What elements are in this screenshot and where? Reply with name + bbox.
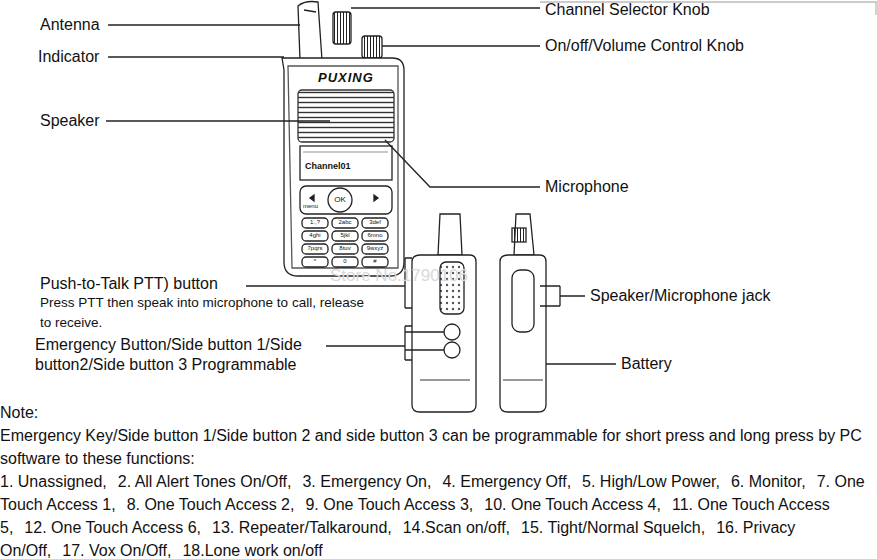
callout-label: Antenna: [40, 15, 100, 34]
function-item: 2. All Alert Tones On/Off,: [118, 473, 292, 490]
callout-label: Battery: [621, 354, 672, 373]
key-label: 1.,?: [310, 219, 320, 226]
key-label: 9wxyz: [367, 245, 384, 252]
callout-label: Speaker: [40, 111, 100, 130]
watermark: Store No.1790106: [330, 266, 468, 286]
keypad-key: [332, 244, 358, 254]
key-label: 4ghi: [309, 232, 320, 239]
key-label: 5jkl: [340, 232, 349, 239]
key-label: 8tuv: [339, 245, 350, 252]
key-label: 6mno: [367, 232, 382, 239]
keypad-key: [302, 257, 328, 267]
keypad-key: [332, 218, 358, 228]
keypad-key: [302, 218, 328, 228]
keypad-key: [362, 244, 388, 254]
callout-label: Speaker/Microphone jack: [590, 286, 771, 305]
callout-note: Press PTT then speak into microphone to …: [40, 293, 370, 333]
callout-label: Push-to-Talk PTT) button: [40, 274, 218, 293]
keypad-key: [362, 218, 388, 228]
key-label: 3def: [369, 219, 381, 226]
key-label: OK: [334, 195, 346, 205]
function-item: 17. Vox On/Off,: [62, 542, 171, 559]
keypad-key: [302, 231, 328, 241]
callout-label: Channel Selector Knob: [545, 0, 710, 19]
callout-label: Indicator: [38, 47, 99, 66]
function-item: 6. Monitor,: [731, 473, 806, 490]
keypad-key: [362, 231, 388, 241]
brand-logo: PUXING: [318, 70, 374, 86]
function-item: 14.Scan on/off,: [403, 519, 510, 536]
keypad-key: [362, 257, 388, 267]
key-label: 2abc: [338, 219, 351, 226]
keypad-key: [302, 244, 328, 254]
note-text: Emergency Key/Side button 1/Side button …: [0, 424, 870, 470]
key-label: 7pqrs: [307, 245, 322, 252]
function-item: 13. Repeater/Talkaround,: [212, 519, 392, 536]
note-heading: Note:: [0, 401, 870, 424]
function-item: 18.Lone work on/off: [182, 542, 322, 559]
function-item: 8. One Touch Access 2,: [127, 496, 295, 513]
function-item: 10. One Touch Access 4,: [484, 496, 661, 513]
callout-label: Emergency Button/Side button 1/Side butt…: [35, 335, 333, 375]
key-label: #: [373, 258, 376, 265]
function-item: 9. One Touch Access 3,: [305, 496, 473, 513]
key-label: menu: [303, 203, 318, 210]
function-item: 1. Unassigned,: [0, 473, 107, 490]
function-item: 4. Emergency Off,: [442, 473, 571, 490]
function-item: 15. Tight/Normal Squelch,: [521, 519, 705, 536]
keypad-key: [332, 231, 358, 241]
screen-text: Channel01: [305, 161, 351, 172]
key-label: *: [314, 258, 316, 265]
key-label: 0: [343, 258, 346, 265]
keypad-key: [332, 257, 358, 267]
function-item: 12. One Touch Access 6,: [24, 519, 201, 536]
callout-label: Microphone: [545, 177, 629, 196]
function-item: 3. Emergency On,: [302, 473, 431, 490]
function-item: 5. High/Low Power,: [582, 473, 720, 490]
callout-label: On/off/Volume Control Knob: [545, 36, 744, 55]
note-block: Note:Emergency Key/Side button 1/Side bu…: [0, 401, 870, 559]
